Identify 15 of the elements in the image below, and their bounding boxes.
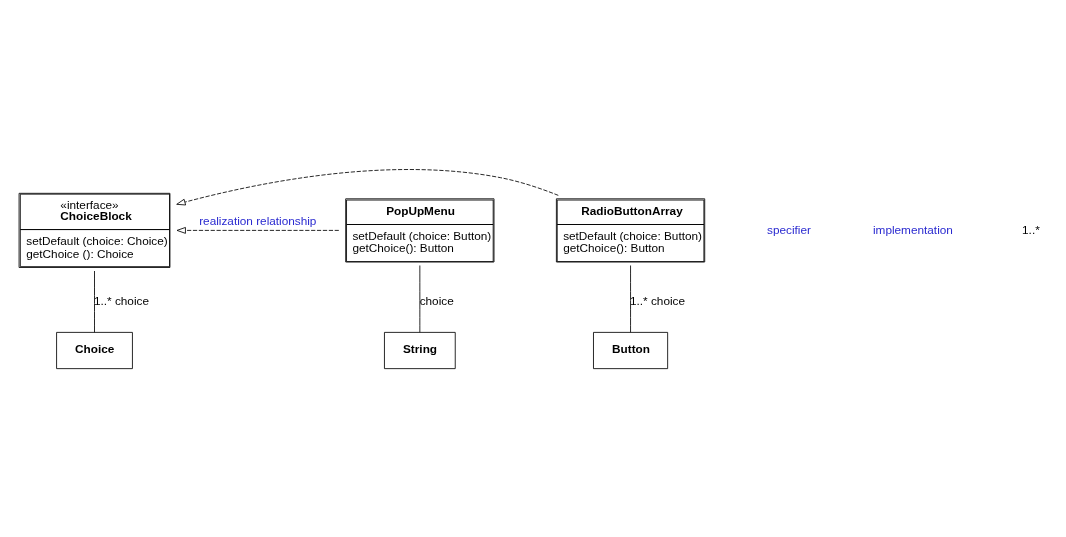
edge-label: 1..* choice — [93, 293, 149, 307]
node-box: String — [384, 331, 456, 369]
arrow — [176, 168, 559, 205]
edge-label: choice — [419, 293, 454, 307]
connector — [419, 264, 421, 333]
node-box: Button — [593, 331, 669, 369]
connector — [630, 264, 631, 333]
label: implementation — [872, 222, 953, 236]
connector — [94, 270, 95, 333]
node-box: Choice — [56, 331, 133, 369]
label: 1..* — [1022, 222, 1040, 236]
arrow — [176, 226, 340, 234]
edge-label: 1..* choice — [630, 293, 686, 307]
edge-label: realization relationship — [199, 213, 317, 227]
label: specifier — [767, 222, 811, 236]
